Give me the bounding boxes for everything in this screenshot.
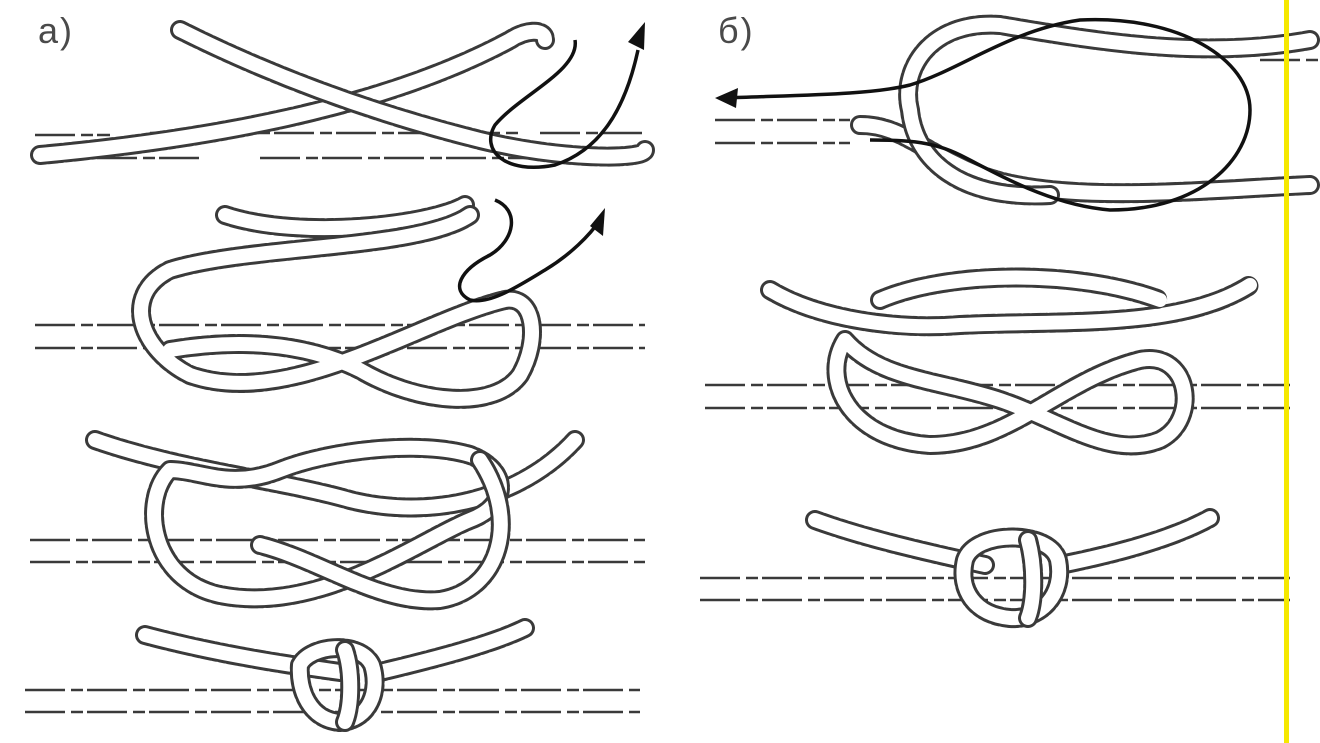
yellow-edge-line (1284, 0, 1289, 743)
panel-b-step-2 (705, 278, 1290, 446)
panel-a-step-3 (30, 440, 645, 600)
panel-a-step-4 (25, 628, 640, 722)
panel-a-step-1 (35, 22, 645, 167)
panel-b-step-3 (700, 518, 1290, 618)
panel-a-step-2 (35, 200, 645, 399)
panel-b-step-1 (715, 20, 1320, 210)
